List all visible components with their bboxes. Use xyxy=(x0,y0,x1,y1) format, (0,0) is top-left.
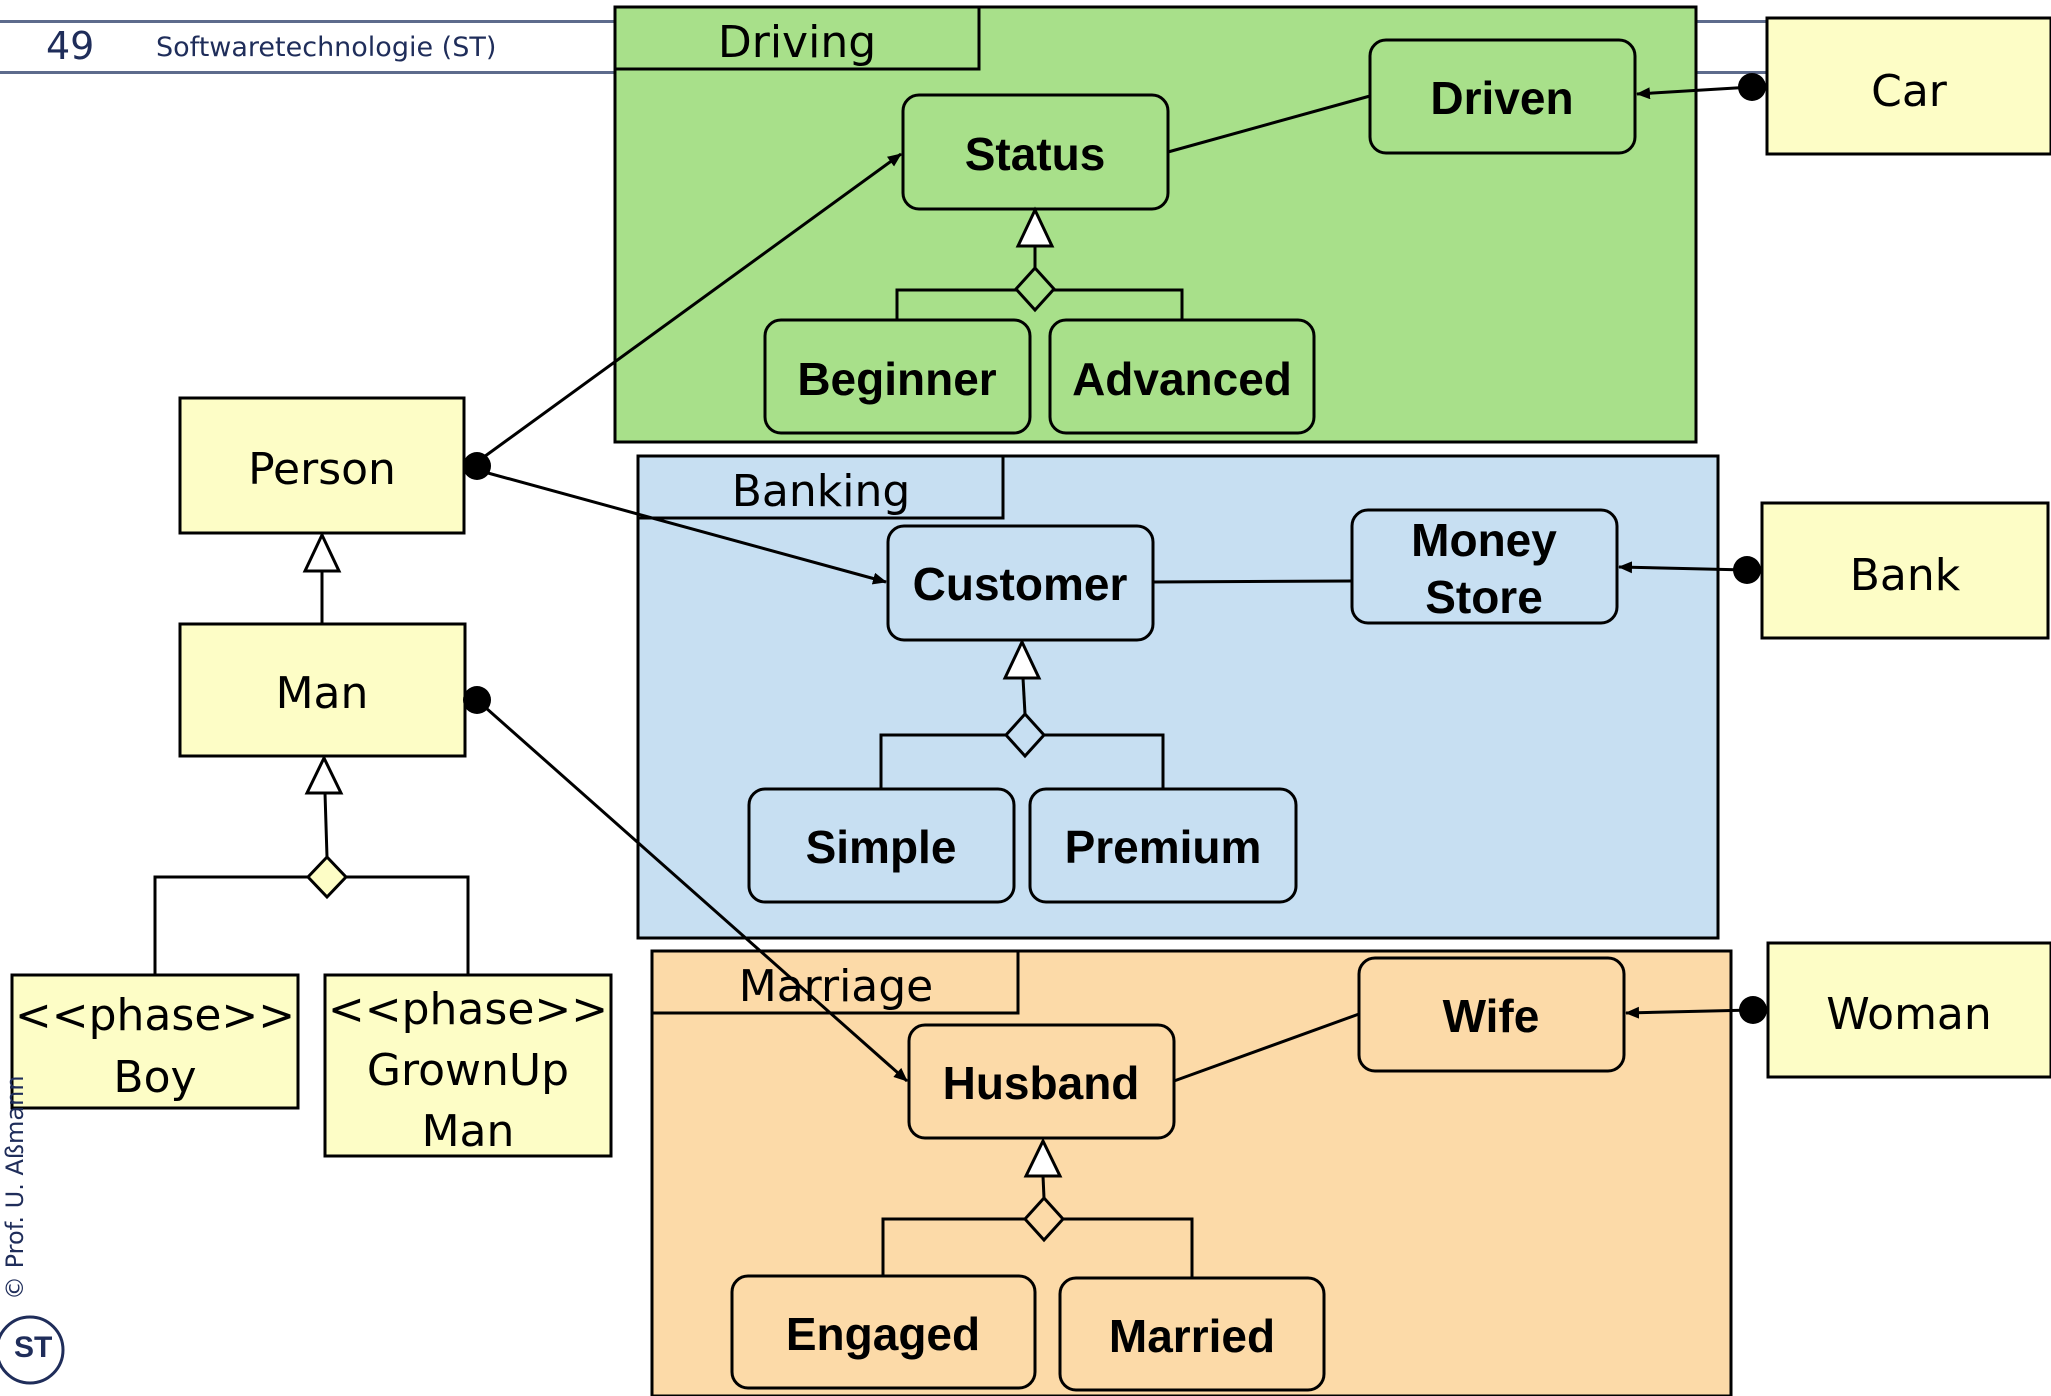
car-role-ball xyxy=(1738,73,1766,101)
person-plays-customer-connector xyxy=(476,468,887,585)
role-wife-label: Wife xyxy=(1443,990,1540,1042)
man-plays-husband-connector xyxy=(476,698,908,1083)
banking-diamond xyxy=(1003,711,1047,759)
role-driven-label: Driven xyxy=(1430,72,1573,124)
role-husband-label: Husband xyxy=(943,1057,1140,1109)
role-advanced-label: Advanced xyxy=(1072,353,1292,405)
role-simple-label: Simple xyxy=(806,821,957,873)
marriage-diamond xyxy=(1022,1195,1066,1243)
class-man[interactable] xyxy=(178,622,467,758)
class-man-label: Man xyxy=(276,668,369,719)
class-phase-boy-label: Boy xyxy=(113,1052,196,1103)
role-connectors xyxy=(463,73,1767,1083)
role-customer[interactable] xyxy=(886,524,1155,642)
man-role-ball xyxy=(463,686,491,714)
role-money-store-label-2: Store xyxy=(1425,571,1543,623)
phase-generalization-arrow xyxy=(304,754,344,795)
class-phase-grownup-man[interactable] xyxy=(323,973,613,1158)
st-logo: ST xyxy=(0,1315,65,1385)
class-phase-boy-stereotype: <<phase>> xyxy=(15,990,295,1041)
class-phase-grownup-label-1: GrownUp xyxy=(367,1045,569,1096)
driving-diamond xyxy=(1013,265,1057,313)
customer-moneystore-association xyxy=(1152,579,1353,584)
woman-plays-wife-connector xyxy=(1625,1006,1754,1019)
banking-inheritance-stem xyxy=(1021,677,1027,715)
person-role-ball xyxy=(463,452,491,480)
role-money-store-label-1: Money xyxy=(1411,514,1557,566)
package-marriage: Marriage Husband Wife Engaged Married xyxy=(650,949,1733,1396)
class-car[interactable] xyxy=(1765,16,2051,156)
page-number: 49 xyxy=(46,24,95,68)
st-logo-mark: ST xyxy=(14,1331,52,1364)
role-status-label: Status xyxy=(965,128,1106,180)
class-person-label: Person xyxy=(248,444,396,495)
class-phase-grownup-stereotype: <<phase>> xyxy=(328,984,608,1035)
package-driving-tab xyxy=(613,5,981,71)
package-marriage-tab xyxy=(650,949,1020,1015)
class-bank[interactable] xyxy=(1760,501,2050,640)
class-phase-grownup-label-2: Man xyxy=(422,1106,515,1157)
role-married-label: Married xyxy=(1109,1310,1275,1362)
marriage-inheritance-stem xyxy=(1041,1175,1046,1199)
marriage-generalization-arrow xyxy=(1023,1137,1063,1178)
man-person-generalization-arrow xyxy=(302,531,342,573)
phase-inheritance-stem xyxy=(323,792,329,858)
woman-role-ball xyxy=(1739,996,1767,1024)
class-woman-label: Woman xyxy=(1826,989,1992,1040)
role-money-store[interactable] xyxy=(1350,508,1619,625)
banking-generalization-arrow xyxy=(1002,638,1042,680)
husband-wife-association xyxy=(1173,1012,1360,1083)
package-banking: Banking Customer Money Store Simple Prem… xyxy=(636,454,1720,940)
role-beginner-label: Beginner xyxy=(797,353,996,405)
role-engaged-label: Engaged xyxy=(786,1308,980,1360)
status-driven-association xyxy=(1167,94,1371,154)
car-plays-driven-connector xyxy=(1636,85,1753,100)
person-plays-status-connector xyxy=(476,152,902,464)
role-premium-label: Premium xyxy=(1065,821,1262,873)
class-bank-label: Bank xyxy=(1850,550,1961,601)
class-woman[interactable] xyxy=(1766,941,2051,1079)
driving-generalization-arrow xyxy=(1015,206,1055,248)
package-banking-label: Banking xyxy=(732,466,911,517)
role-customer-label: Customer xyxy=(913,558,1128,610)
package-banking-tab xyxy=(636,454,1005,520)
package-driving-label: Driving xyxy=(718,17,876,68)
package-marriage-label: Marriage xyxy=(739,961,934,1012)
role-husband[interactable] xyxy=(907,1023,1176,1140)
core-classes: Person Man <<phase>> Boy <<phase>> Grown… xyxy=(10,396,613,1158)
context-classes: Car Bank Woman xyxy=(1760,16,2051,1079)
class-phase-boy[interactable] xyxy=(10,973,300,1110)
package-driving: Driving Status Driven Beginner Advanced xyxy=(613,5,1698,444)
class-car-label: Car xyxy=(1871,66,1948,117)
phase-inheritance-branches xyxy=(153,875,470,975)
bank-role-ball xyxy=(1733,556,1761,584)
copyright-notice: © Prof. U. Aßmann xyxy=(1,1075,29,1300)
st-logo-circle xyxy=(0,1315,65,1385)
course-title: Softwaretechnologie (ST) xyxy=(156,32,497,63)
bank-plays-moneystore-connector xyxy=(1618,561,1748,574)
phase-diamond xyxy=(305,854,349,900)
